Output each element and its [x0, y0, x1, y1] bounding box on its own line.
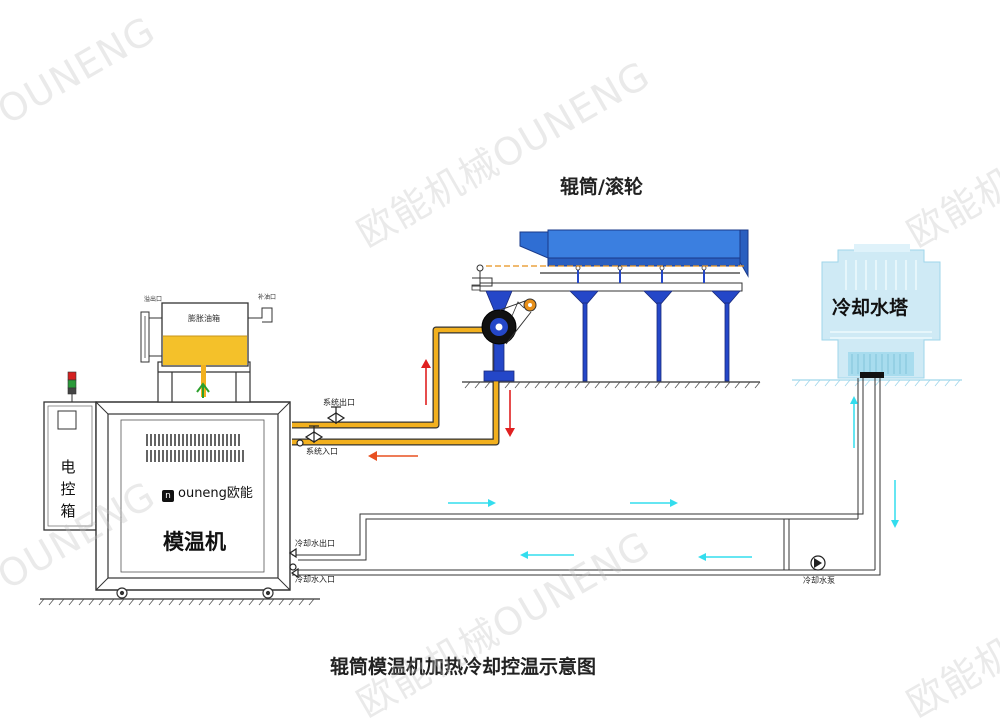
roller-machine — [471, 229, 749, 382]
machine-label: 模温机 — [163, 530, 226, 554]
brand-logo: n ouneng欧能 — [162, 482, 253, 502]
tank-oil-level — [163, 336, 247, 365]
expansion-tank — [140, 302, 273, 398]
cooling-tower-label: 冷却水塔 — [832, 297, 909, 319]
ground-lines — [40, 381, 760, 600]
control-box-char: 箱 — [60, 502, 76, 520]
machine-wheels — [116, 587, 274, 599]
valve-icon — [296, 439, 304, 447]
cooling-water-pipes — [292, 378, 881, 576]
brand-text: ouneng欧能 — [178, 486, 253, 501]
cooling-water-outlet-label: 冷却水出口 — [295, 539, 335, 548]
mold-temperature-machine — [43, 361, 291, 599]
cooling-pump-label: 冷却水泵 — [803, 576, 835, 585]
cooling-water-arrows — [448, 396, 899, 561]
signal-light-icon — [67, 371, 77, 402]
expansion-tank-label: 膨胀油箱 — [188, 314, 220, 323]
brand-icon: n — [162, 490, 174, 502]
control-box-char: 电 — [60, 458, 76, 476]
valve-icon — [326, 406, 346, 425]
control-box-window — [57, 410, 77, 430]
hot-oil-arrows — [368, 359, 515, 461]
valve-icon — [288, 547, 299, 579]
tank-fill-label: 补油口 — [258, 294, 277, 301]
valve-icon — [304, 425, 324, 444]
diagram-title: 辊筒模温机加热冷却控温示意图 — [330, 656, 597, 678]
oil-pipes — [292, 326, 500, 446]
machine-front-panel — [107, 413, 279, 579]
tank-overflow-label: 溢出口 — [144, 296, 163, 303]
cooling-water-inlet-label: 冷却水入口 — [295, 575, 335, 584]
vent-grill — [146, 434, 244, 462]
control-box-char: 控 — [60, 480, 76, 498]
system-inlet-label: 系统入口 — [306, 447, 338, 456]
roller-title: 辊筒/滚轮 — [560, 176, 643, 198]
system-outlet-label: 系统出口 — [323, 398, 355, 407]
cooling-tower — [792, 244, 962, 387]
pump-icon — [810, 555, 826, 571]
control-box-label: 电 控 箱 — [58, 456, 78, 522]
